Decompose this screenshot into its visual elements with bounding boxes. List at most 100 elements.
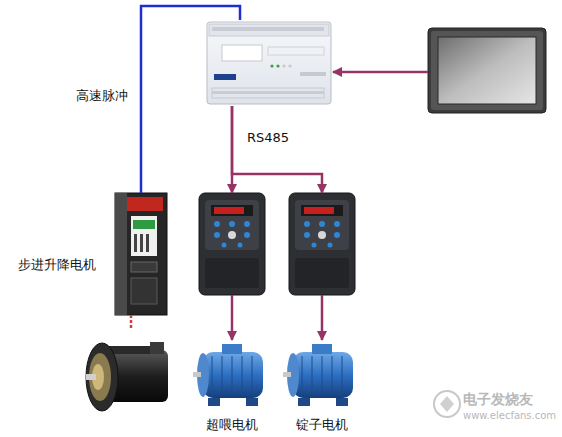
- induction-motor: [193, 344, 263, 406]
- induction-motor: [298, 398, 310, 406]
- device-node: [428, 28, 546, 113]
- induction-motor: [208, 398, 220, 406]
- induction-motor: [302, 356, 303, 394]
- stepper-driver: [134, 234, 137, 252]
- plc-unit: [300, 72, 326, 76]
- induction-motor: [212, 356, 213, 394]
- plc-unit: [212, 91, 324, 94]
- induction-motor: [312, 356, 313, 394]
- inverter-drive: [244, 221, 250, 227]
- inverter-drive: [289, 193, 355, 295]
- inverter-drive: [334, 232, 340, 238]
- plc-unit: [276, 64, 279, 67]
- stepper-driver: [146, 234, 149, 252]
- device-node: [289, 193, 355, 295]
- inverter-drive: [295, 258, 349, 288]
- hmi-touchscreen: [438, 37, 536, 104]
- stepper-driver: [131, 262, 157, 272]
- device-label: 锭子电机: [273, 416, 371, 434]
- induction-motor: [252, 356, 253, 394]
- inverter-drive: [312, 243, 317, 248]
- inverter-drive: [301, 205, 343, 216]
- inverter-drive: [199, 193, 265, 295]
- inverter-drive: [205, 200, 259, 250]
- watermark-text: www.elecfans.com: [463, 410, 556, 421]
- inverter-drive: [318, 231, 326, 239]
- servo-motor: [86, 342, 168, 411]
- plc-unit: [222, 45, 262, 61]
- plc-unit: [270, 64, 273, 67]
- induction-motor: [283, 372, 291, 377]
- inverter-drive: [222, 243, 227, 248]
- device-label: 超喂电机: [183, 416, 281, 434]
- hmi-touchscreen: [428, 28, 546, 113]
- stepper-driver: [131, 216, 157, 256]
- stepper-driver: [115, 193, 127, 315]
- hmi-touchscreen: [428, 28, 546, 113]
- stepper-driver: [115, 193, 167, 315]
- induction-motor: [246, 398, 258, 406]
- signal-connector: [321, 295, 324, 340]
- induction-motor: [332, 356, 333, 394]
- stepper-driver: [133, 220, 155, 229]
- device-node: [199, 193, 265, 295]
- plc-unit: [209, 24, 329, 36]
- device-node: 超喂电机: [193, 340, 271, 410]
- hmi-touchscreen: [431, 31, 543, 110]
- inverter-drive: [328, 243, 333, 248]
- signal-connector: [130, 315, 133, 330]
- device-node: [205, 20, 333, 106]
- inverter-drive: [238, 243, 243, 248]
- inverter-drive: [214, 221, 220, 227]
- induction-motor: [203, 352, 263, 398]
- induction-motor: [342, 356, 343, 394]
- stepper-driver: [140, 234, 143, 252]
- inverter-drive: [205, 258, 259, 288]
- watermark-logo: [434, 391, 460, 417]
- servo-motor: [86, 374, 96, 380]
- inverter-drive: [334, 221, 340, 227]
- plc-unit: [207, 22, 331, 104]
- watermark-text: 电子发烧友: [463, 391, 533, 409]
- plc-unit: [207, 22, 331, 104]
- signal-connector: [231, 106, 234, 193]
- inverter-drive: [304, 232, 310, 238]
- inverter-drive: [319, 221, 325, 227]
- watermark-logo: [440, 396, 454, 412]
- device-node: 步进升降电机: [115, 193, 167, 315]
- plc-unit: [268, 47, 324, 55]
- signal-connector: [231, 295, 234, 340]
- inverter-drive: [304, 207, 334, 214]
- induction-motor: [293, 352, 353, 398]
- watermark-logo: [434, 391, 460, 417]
- induction-motor: [193, 372, 201, 377]
- induction-motor: [222, 356, 223, 394]
- connector-label: 高速脉冲: [76, 87, 128, 105]
- inverter-drive: [304, 221, 310, 227]
- induction-motor: [232, 356, 233, 394]
- plc-unit: [282, 64, 285, 67]
- induction-motor: [222, 344, 242, 354]
- induction-motor: [322, 356, 323, 394]
- signal-connector: [333, 71, 428, 74]
- induction-motor: [242, 356, 243, 394]
- servo-motor: [86, 343, 118, 411]
- induction-motor: [336, 398, 348, 406]
- induction-motor: [312, 344, 332, 354]
- connector-label: RS485: [247, 130, 289, 145]
- device-node: [85, 330, 170, 420]
- plc-unit: [212, 88, 324, 98]
- stepper-driver: [115, 193, 167, 315]
- plc-unit: [214, 74, 236, 80]
- induction-motor: [283, 344, 353, 406]
- signal-connector: [141, 6, 240, 193]
- plc-unit: [288, 64, 291, 67]
- device-label: 步进升降电机: [18, 256, 96, 274]
- inverter-drive: [211, 205, 253, 216]
- stepper-driver: [131, 278, 157, 304]
- signal-connector: [232, 106, 322, 193]
- inverter-drive: [229, 221, 235, 227]
